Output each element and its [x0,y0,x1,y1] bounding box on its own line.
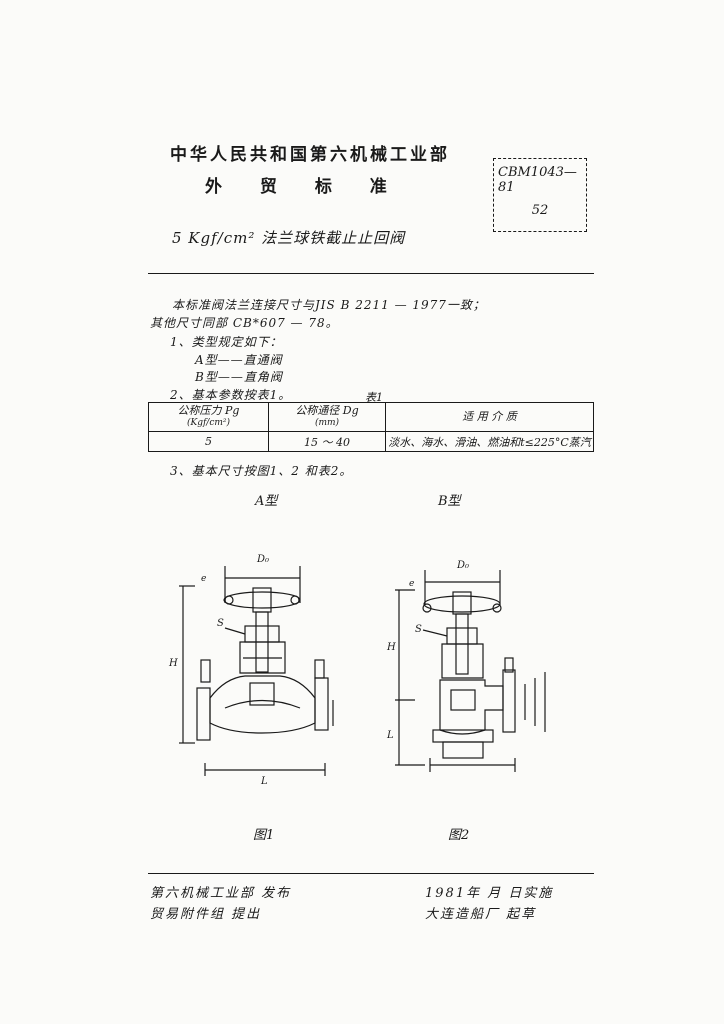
footer-drafter: 大连造船厂 起草 [425,907,537,922]
issuing-organization: 中华人民共和国第六机械工业部 [170,145,450,165]
standard-code: CBM1043—81 [498,165,577,195]
cell-diameter: 15 ～ 40 [268,431,386,452]
figure-2-caption: 图2 [448,828,470,843]
fig1-d0-label: D₀ [256,554,269,565]
table-caption: 表1 [365,391,383,404]
footer-issuer: 第六机械工业部 发布 [150,886,292,901]
footer-effective-date: 1981年 月 日实施 [425,886,554,901]
item-2: 2、基本参数按表1。 [170,388,292,402]
item-1: 1、类型规定如下： [170,335,283,349]
item-1-type-b: B型——直角阀 [195,370,283,384]
figure-2-drawing: D₀ H L S e [386,560,546,772]
fig2-l-label: L [386,730,394,741]
figure-1-caption: 图1 [253,828,275,843]
header-cell-medium: 适 用 介 质 [385,402,594,432]
standard-code-box: CBM1043—81 52 [493,158,587,232]
cell-medium: 淡水、海水、滑油、燃油和t≤225°C蒸汽 [385,431,594,452]
type-b-label: B型 [438,494,461,509]
footer-proposer: 贸易附件组 提出 [150,907,262,922]
type-a-label: A型 [255,494,278,509]
standard-category: 外 贸 标 准 [205,177,403,197]
document-title: 5 Kgf/cm² 法兰球铁截止止回阀 [172,229,406,247]
item-1-type-a: A型——直通阀 [195,353,283,367]
table-row: 5 15 ～ 40 淡水、海水、滑油、燃油和t≤225°C蒸汽 [148,431,594,452]
item-3: 3、基本尺寸按图1、2 和表2。 [170,464,353,478]
intro-line-1: 本标准阀法兰连接尺寸与JIS B 2211 — 1977一致； [172,298,486,312]
fig1-h-label: H [168,658,178,669]
header-cell-diameter: 公称通径 Dg (mm) [268,402,386,432]
fig1-s-label: S [217,618,224,629]
title-divider [148,273,594,274]
cell-pressure: 5 [148,431,269,452]
footer-divider [148,873,594,874]
table-header-row: 公称压力 Pg (Kgf/cm²) 公称通径 Dg (mm) 适 用 介 质 [148,402,594,432]
fig2-h-label: H [386,642,396,653]
fig2-e-label: e [409,579,414,589]
parameter-table: 公称压力 Pg (Kgf/cm²) 公称通径 Dg (mm) 适 用 介 质 5… [148,402,594,452]
fig1-e-label: e [201,574,206,584]
fig2-s-label: S [415,624,422,635]
figure-1-drawing: D₀ H L S e [168,554,334,787]
fig2-d0-label: D₀ [456,560,469,571]
fig1-l-label: L [260,776,268,787]
header-cell-pressure: 公称压力 Pg (Kgf/cm²) [148,402,269,432]
page-number: 52 [531,203,549,218]
intro-line-2: 其他尺寸同部 CB*607 — 78。 [150,316,339,330]
